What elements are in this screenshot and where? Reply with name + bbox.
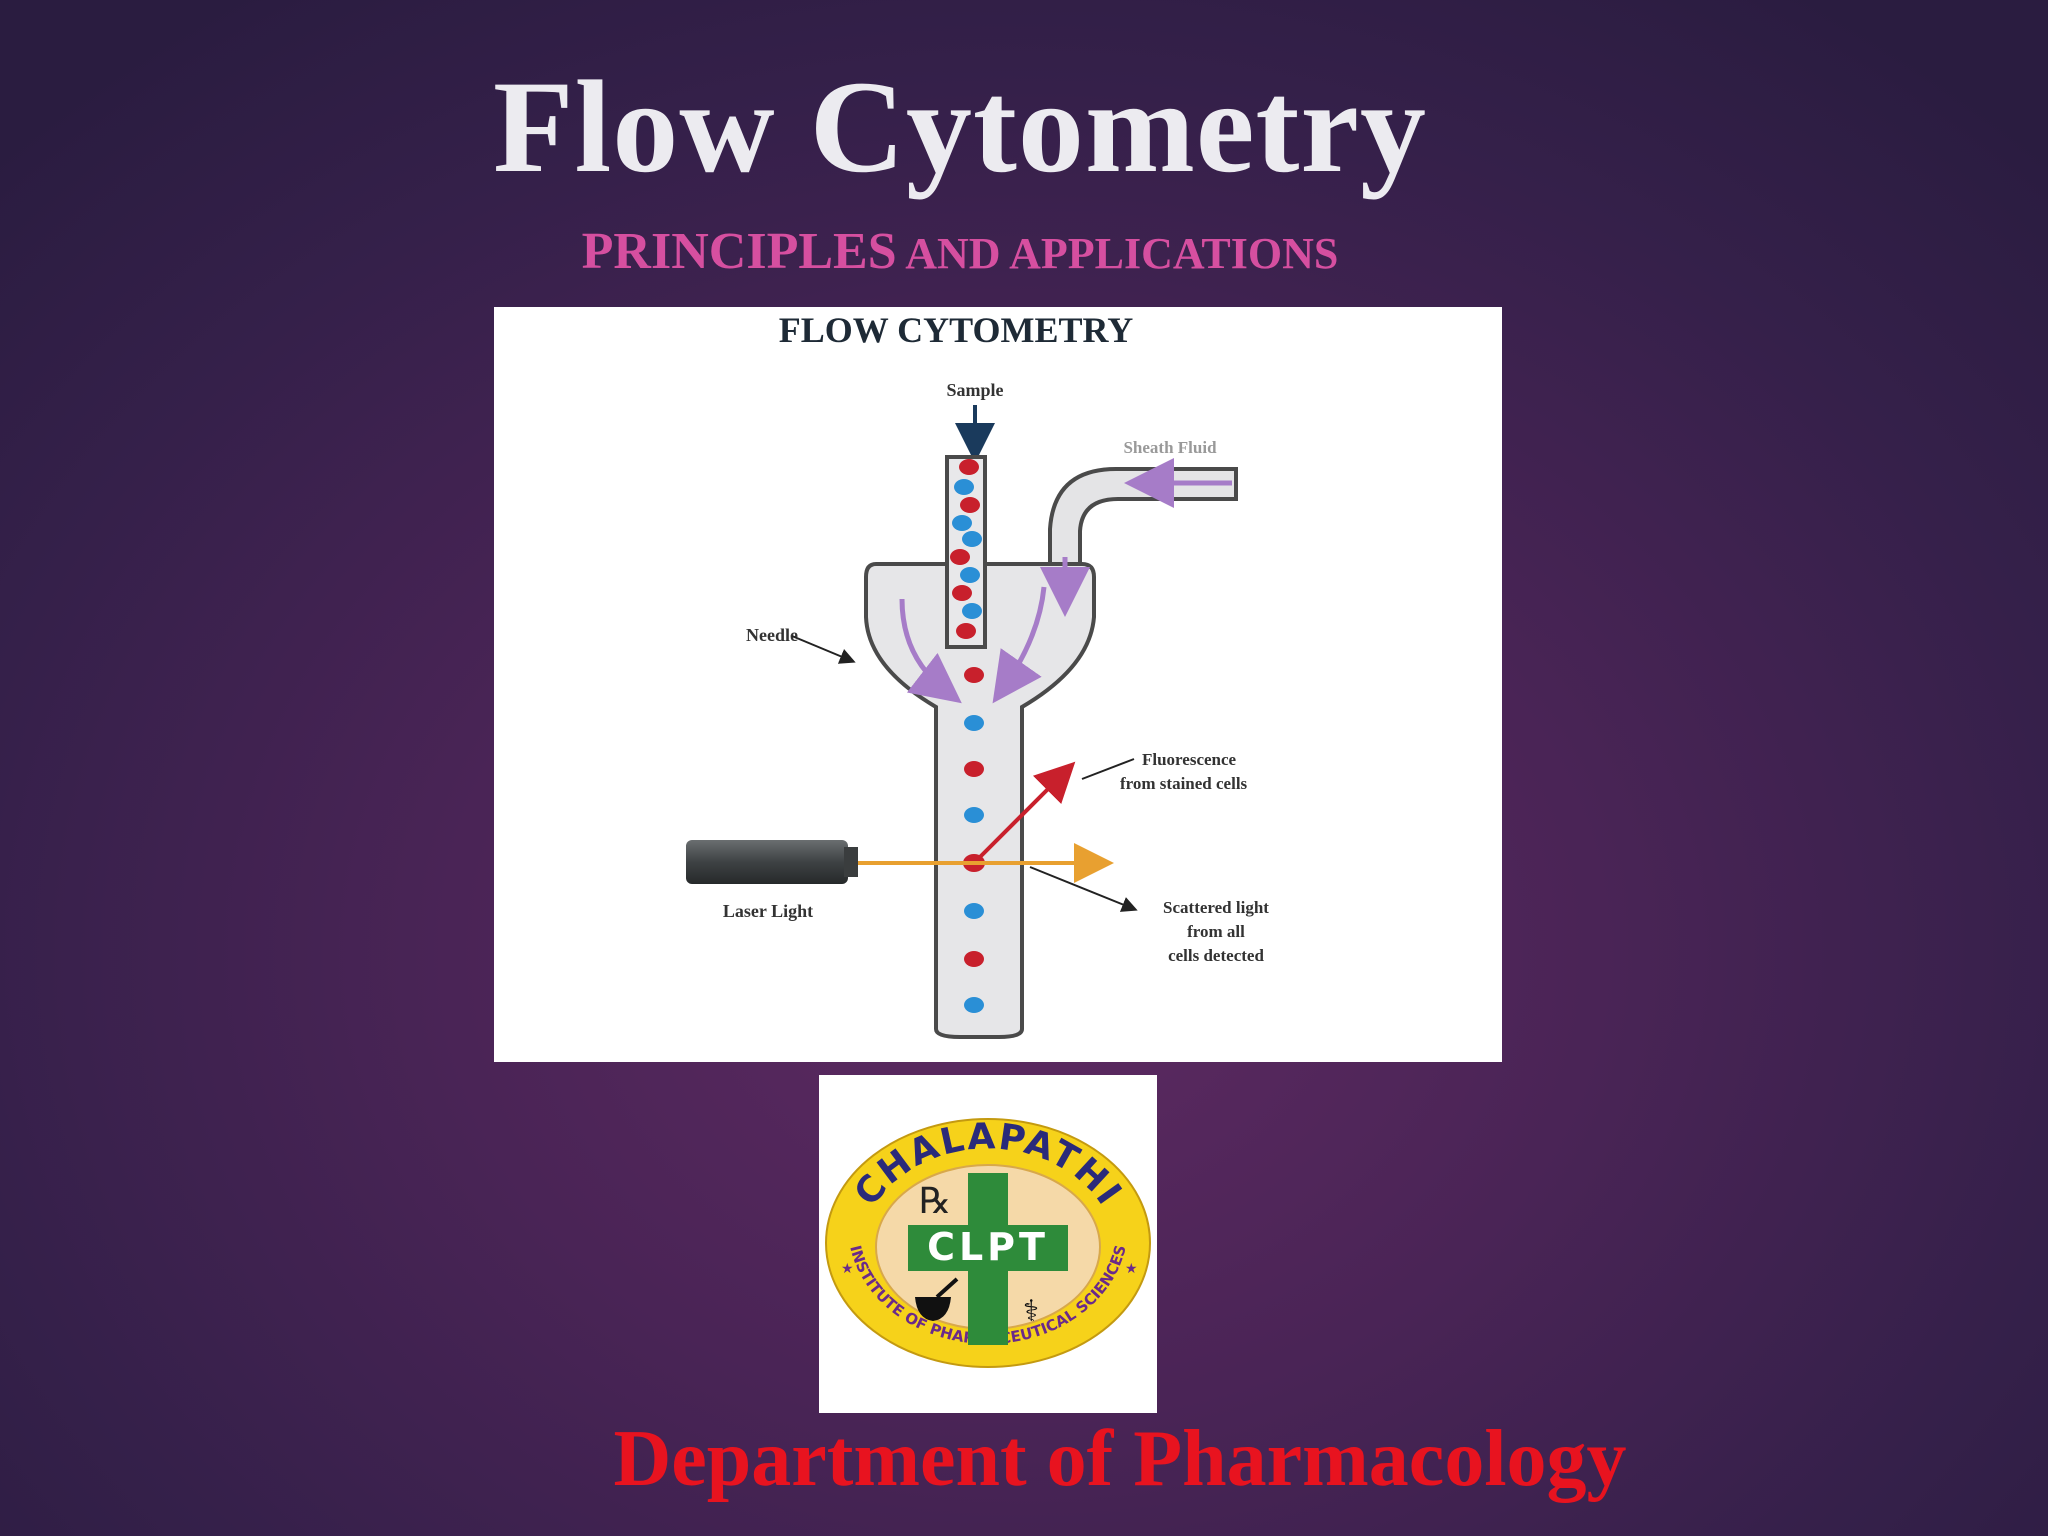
cell-red [964,761,984,777]
needle-pointer [791,635,856,664]
label-sheath-fluid: Sheath Fluid [1123,438,1217,457]
sheath-tube [1048,467,1238,587]
logo-center-text: CLPT [927,1225,1049,1269]
slide-title: Flow Cytometry [492,53,1427,200]
flow-cytometry-diagram: FLOW CYTOMETRY Sample Sheath Fluid Needl… [494,307,1502,1062]
flow-arrow-left [899,598,962,704]
label-scattered: Scattered light [1163,898,1269,917]
fluorescence-pointer [1081,758,1135,780]
logo-rx-symbol: ℞ [919,1181,951,1222]
laser-nozzle [844,847,858,877]
cell-blue [960,567,980,583]
logo-star-left: ★ [841,1261,854,1277]
label-fluorescence-2: from stained cells [1120,774,1248,793]
pestle-icon [935,1277,959,1299]
institute-logo: CHALAPATHI INSTITUTE OF PHARMACEUTICAL S… [819,1075,1157,1413]
slide-subtitle: PRINCIPLES AND APPLICATIONS [0,222,1920,284]
cell-red [950,549,970,565]
label-needle: Needle [746,625,798,645]
cell-red [964,667,984,683]
cell-blue [962,531,982,547]
caduceus-icon: ⚕ [1023,1294,1039,1329]
cell-blue [952,515,972,531]
logo-star-right: ★ [1125,1261,1138,1277]
cell-red [956,623,976,639]
logo-cross-horizontal [908,1225,1068,1271]
cell-blue [954,479,974,495]
mortar-pestle-icon [915,1297,951,1321]
cell-red [960,497,980,513]
label-sample: Sample [946,380,1003,400]
cell-blue [964,903,984,919]
cell-red [959,459,979,475]
cell-blue [964,715,984,731]
cell-blue [964,997,984,1013]
subtitle-principles: PRINCIPLES [581,223,897,280]
label-fluorescence: Fluorescence [1142,750,1237,769]
label-laser-light: Laser Light [723,901,813,921]
label-scattered-3: cells detected [1168,946,1264,965]
label-scattered-2: from all [1187,922,1245,941]
scattered-pointer [1029,866,1138,912]
cell-red [952,585,972,601]
cell-red [964,951,984,967]
cell-blue [964,807,984,823]
department-label: Department of Pharmacology [613,1415,1627,1503]
fluorescence-ray [978,761,1076,859]
diagram-heading: FLOW CYTOMETRY [779,310,1133,350]
laser-source [686,840,848,884]
cells-group [950,459,985,1013]
cell-blue [962,603,982,619]
subtitle-and-applications: AND APPLICATIONS [896,229,1339,278]
